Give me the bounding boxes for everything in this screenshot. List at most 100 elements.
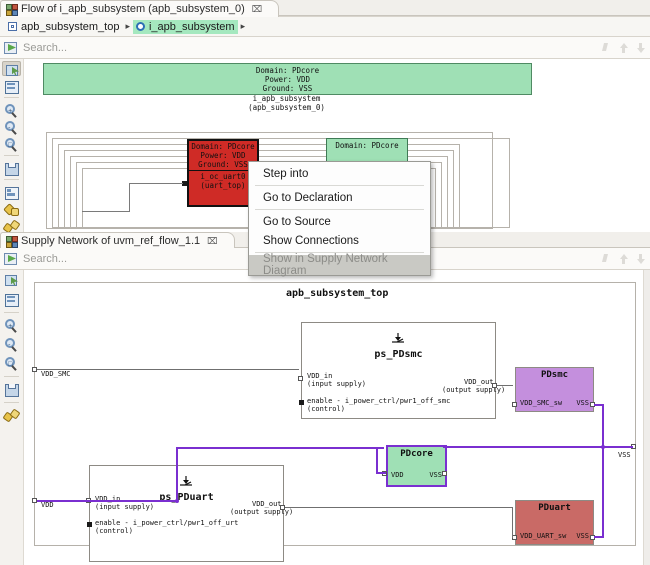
power-switch-ps-pdsmc[interactable]: ps_PDsmc bbox=[301, 322, 496, 419]
arrow-down-icon[interactable] bbox=[636, 42, 645, 53]
ps-pduart-enable-sub: (control) bbox=[95, 527, 133, 535]
breadcrumb-item-label: apb_subsystem_top bbox=[21, 20, 120, 33]
breadcrumb-item-apb-subsystem-top[interactable]: apb_subsystem_top bbox=[5, 20, 122, 34]
flow-search-bar[interactable]: Search... bbox=[0, 37, 650, 59]
ps-pdsmc-vdd-in-port[interactable] bbox=[298, 376, 303, 381]
context-menu-item-go-to-source[interactable]: Go to Source bbox=[249, 212, 430, 231]
supply-network-canvas[interactable]: apb_subsystem_top VDD_SMC VDD VSS ps_PDs… bbox=[24, 270, 650, 565]
layout-tool-button[interactable] bbox=[2, 184, 21, 200]
filter-icon[interactable] bbox=[602, 43, 611, 53]
search-scope-icon bbox=[3, 252, 18, 265]
toolbar-divider-3 bbox=[4, 179, 19, 180]
table-view-tool-button[interactable] bbox=[2, 78, 21, 95]
arrow-down-icon[interactable] bbox=[636, 253, 645, 264]
flow-view-tabbar: Flow of i_apb_subsystem (apb_subsystem_0… bbox=[0, 0, 650, 17]
context-menu-item-label: Show in Supply Network Diagram bbox=[263, 253, 388, 277]
power-switch-ps-pduart[interactable]: ps_PDuart bbox=[89, 465, 284, 562]
zoom-in-tool-button[interactable]: + bbox=[2, 102, 21, 119]
export-image-tool-button[interactable] bbox=[2, 381, 21, 398]
frame-port-vdd-smc[interactable] bbox=[32, 367, 37, 372]
zoom-out-tool-button[interactable]: - bbox=[2, 336, 21, 353]
toolbar-divider bbox=[4, 97, 19, 99]
selected-wire-vdd-riser bbox=[176, 447, 178, 502]
arrow-up-icon[interactable] bbox=[619, 253, 628, 264]
context-menu[interactable]: Step into Go to Declaration Go to Source… bbox=[248, 161, 431, 277]
top-instance-name: i_apb_subsystem bbox=[252, 94, 321, 103]
pin-tool-button[interactable] bbox=[2, 407, 21, 424]
ps-pduart-enable-port[interactable] bbox=[87, 522, 92, 527]
search-input[interactable]: Search... bbox=[23, 252, 68, 265]
ps-pdsmc-enable-port[interactable] bbox=[299, 400, 304, 405]
pdcore-out-port[interactable] bbox=[442, 471, 447, 476]
pin-tool-button[interactable] bbox=[2, 218, 21, 234]
selected-wire-pdcore-left-stub bbox=[376, 472, 386, 474]
context-menu-item-show-connections[interactable]: Show Connections bbox=[249, 231, 430, 250]
context-menu-divider-1 bbox=[255, 185, 424, 186]
context-menu-item-label: Show Connections bbox=[263, 234, 359, 247]
filter-icon[interactable] bbox=[602, 254, 611, 264]
search-input[interactable]: Search... bbox=[23, 41, 68, 54]
ps-pduart-vdd-out-port[interactable] bbox=[280, 505, 285, 510]
tab-supply-network[interactable]: Supply Network of uvm_ref_flow_1.1 ⌧ bbox=[0, 232, 235, 249]
close-icon[interactable]: ⌧ bbox=[207, 235, 218, 246]
close-icon[interactable]: ⌧ bbox=[251, 3, 263, 14]
search-scope-icon bbox=[3, 41, 18, 54]
highlight-tool-button[interactable] bbox=[2, 201, 21, 217]
ps-pduart-vdd-out-sub: (output supply) bbox=[230, 508, 294, 516]
frame-port-vdd-label: VDD bbox=[41, 501, 54, 509]
breadcrumb: apb_subsystem_top ▸ i_apb_subsystem ▸ bbox=[0, 16, 650, 37]
tab-flow-view[interactable]: Flow of i_apb_subsystem (apb_subsystem_0… bbox=[0, 0, 280, 17]
export-image-tool-button[interactable] bbox=[2, 160, 21, 177]
ps-pdsmc-vdd-out-sub: (output supply) bbox=[442, 386, 506, 394]
ps-pdsmc-vdd-in-sub: (input supply) bbox=[307, 380, 367, 388]
module-body: i_oc_uart0 (uart_top) bbox=[189, 171, 257, 191]
context-menu-item-show-in-supply-network-diagram[interactable]: Show in Supply Network Diagram bbox=[249, 253, 430, 277]
ps-pdsmc-vdd-in-label: VDD_in bbox=[307, 372, 333, 380]
module-ground: Ground: VSS bbox=[198, 160, 248, 169]
arrow-up-icon[interactable] bbox=[619, 42, 628, 53]
flow-diagram-canvas[interactable]: Domain: PDcore Power: VDD Ground: VSS i_… bbox=[24, 59, 650, 233]
context-menu-item-label: Go to Declaration bbox=[263, 191, 353, 204]
selected-wire-vdd-horizontal bbox=[37, 500, 177, 502]
top-domain-box[interactable]: Domain: PDcore Power: VDD Ground: VSS bbox=[43, 63, 532, 95]
selected-wire-vss-junction bbox=[601, 445, 605, 449]
select-tool-button[interactable] bbox=[2, 61, 21, 77]
power-domain-pduart[interactable]: PDuart VDD_UART_sw VSS bbox=[515, 500, 594, 545]
ps-pduart-vdd-in-sub: (input supply) bbox=[95, 503, 155, 511]
flow-wire-2 bbox=[129, 183, 130, 211]
table-view-tool-button[interactable] bbox=[2, 291, 21, 308]
context-menu-divider-3 bbox=[255, 252, 424, 253]
wire-ps-pduart-out-to-pduart bbox=[285, 507, 513, 508]
breadcrumb-separator: ▸ bbox=[125, 21, 130, 31]
context-menu-item-go-to-declaration[interactable]: Go to Declaration bbox=[249, 188, 430, 207]
power-domain-pdcore[interactable]: PDcore VDD VSS bbox=[386, 445, 447, 487]
ps-pduart-enable-label: enable - i_power_ctrl/pwr1_off_urt bbox=[95, 519, 239, 527]
power-domain-pdcore-right-port-label: VSS bbox=[429, 471, 442, 479]
selected-wire-junction bbox=[175, 499, 179, 503]
supply-diagram-title: apb_subsystem_top bbox=[286, 288, 389, 299]
context-menu-item-step-into[interactable]: Step into bbox=[249, 164, 430, 183]
zoom-in-tool-button[interactable]: + bbox=[2, 317, 21, 334]
wire-vdd-smc-to-ps-pdsmc bbox=[37, 369, 299, 370]
ps-pdsmc-vdd-out-port[interactable] bbox=[492, 383, 497, 388]
toolbar-divider-2 bbox=[4, 376, 19, 377]
zoom-fit-tool-button[interactable]: □ bbox=[2, 355, 21, 372]
top-domain-line2: Power: VDD bbox=[264, 74, 311, 84]
pdsmc-in-port[interactable] bbox=[512, 402, 517, 407]
breadcrumb-separator-2: ▸ bbox=[240, 21, 246, 31]
vertical-scrollbar[interactable] bbox=[643, 270, 650, 565]
zoom-fit-tool-button[interactable]: □ bbox=[2, 136, 21, 153]
top-domain-line1: Domain: PDcore bbox=[255, 65, 320, 75]
select-tool-button[interactable] bbox=[2, 272, 21, 289]
switch-symbol-icon bbox=[180, 476, 192, 486]
module-power: Power: VDD bbox=[200, 151, 246, 160]
frame-port-vdd[interactable] bbox=[32, 498, 37, 503]
zoom-out-tool-button[interactable]: - bbox=[2, 119, 21, 136]
power-domain-pdsmc-label: PDsmc bbox=[540, 370, 569, 380]
power-switch-ps-pduart-label: ps_PDuart bbox=[159, 492, 214, 503]
breadcrumb-item-i-apb-subsystem[interactable]: i_apb_subsystem bbox=[132, 19, 238, 34]
power-domain-pdsmc[interactable]: PDsmc VDD_SMC_sw VSS bbox=[515, 367, 594, 412]
module-i-oc-uart0[interactable]: Domain: PDcore Power: VDD Ground: VSS i_… bbox=[187, 139, 259, 207]
tabbar-baseline bbox=[0, 15, 650, 16]
search-actions bbox=[602, 248, 645, 269]
